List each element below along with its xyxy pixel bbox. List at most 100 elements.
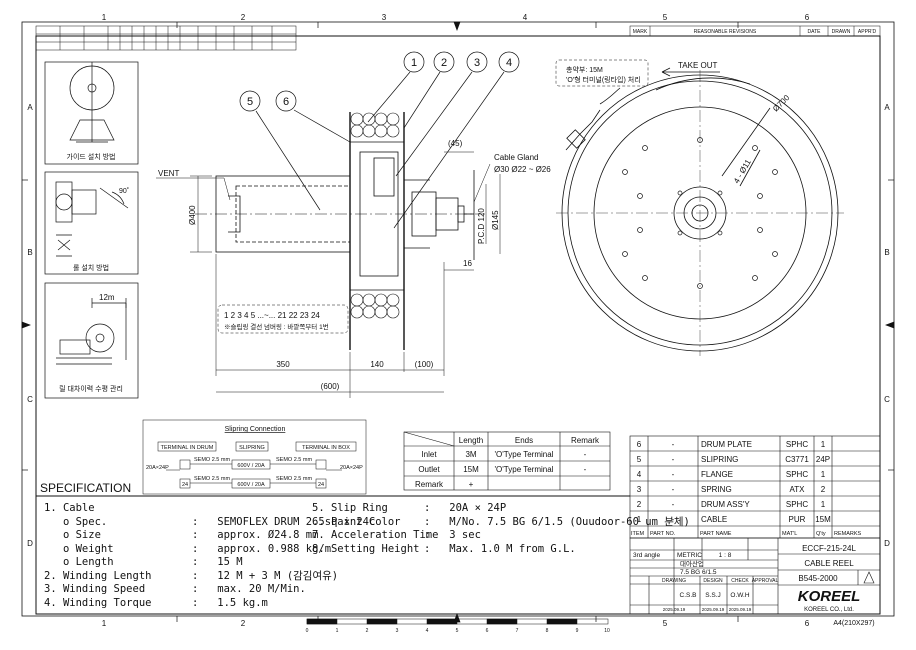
parts-header-cell: REMARKS [834,531,862,537]
col-label-5-bottom: 5 [663,619,668,628]
spec-value: : 3 sec [424,529,481,541]
tb-sign-header-2: DESIGN [703,578,723,584]
spec-value: : 12 M + 3 M (감김여유) [192,569,339,582]
parts-cell: - [672,440,675,449]
front-bolt-holes [622,137,778,289]
spec-line: 3. Winding Speed : max. 20 M/Min. [44,583,375,597]
scale-9: 9 [576,628,579,634]
parts-cell: 2 [821,485,826,494]
rev-revisions-header: REASONABLE REVISIONS [694,29,757,35]
scale-8: 8 [546,628,549,634]
take-out-arrow [661,67,720,77]
tb-unit: METRIC [677,552,702,559]
parts-cell: 15M [815,515,831,524]
front-note-2: 'O'형 터미널(링타입) 처리 [566,75,641,84]
spec-value: : SEMOFLEX DRUM 2.5sq × 24c [192,515,376,528]
front-view [556,70,844,356]
parts-cell: 6 [637,440,642,449]
tb-date-3: 2025.09.19 [729,607,752,612]
tb-customer: 대아산업 [680,559,704,568]
cable-coil-top [350,112,400,138]
spec-key: 2. Winding Length [44,569,152,582]
parts-list-grid [629,435,881,539]
front-note-1: 총약부: 15M [566,65,603,74]
balloons [239,51,520,229]
balloon-6: 6 [283,96,289,108]
spec-value: : max. 20 M/Min. [192,583,306,595]
parts-cell: 1 [821,500,826,509]
col-label-1-bottom: 1 [102,619,107,628]
spec-line: o Weight: approx. 0.988 kg/m [44,543,375,557]
rev-drawn-header: DRAWN [832,29,851,35]
dim-145: Ø145 [491,210,500,230]
parts-cell: - [672,515,675,524]
ends-header-length: Length [459,436,483,445]
spec-line: o Size: approx. Ø24.8 mm [44,529,375,543]
spec-key: 8. Setting Height [312,542,420,555]
rev-mark-header: MARK [633,29,648,35]
col-label-2: 2 [241,13,246,22]
spec-value: : 20A × 24P [424,502,507,514]
parts-header-cell: Q'ty [816,531,826,537]
scale-7: 7 [516,628,519,634]
ends-inlet-length: 3M [465,450,476,459]
terminal-box-label: TERMINAL IN BOX [302,445,350,451]
spec-value: : M/No. 7.5 BG 6/1.5 (Ouudoor-60 um 분체) [424,515,690,528]
parts-cell: CABLE [701,515,727,524]
spec-line: 7. Acceleration Time: 3 sec [312,529,690,543]
spec-key: o Size [44,529,101,541]
cable-gland-label: Cable Gland [494,153,538,162]
roll-angle-label: 90˚ [119,187,129,195]
ends-header-ends: Ends [515,436,533,445]
tb-angle: 3rd angle [633,552,660,559]
dim-600: (600) [321,382,340,391]
ends-inlet: Inlet [421,450,437,459]
tb-sign-3: O.W.H [730,592,749,599]
spec-line: 8. Setting Height: Max. 1.0 M from G.L. [312,543,690,557]
ends-header-remark: Remark [571,436,600,445]
dim-16: 16 [463,259,472,268]
ends-remark: Remark [415,480,444,489]
tb-dwg-no: B545-2000 [798,574,838,583]
parts-cell: - [672,470,675,479]
balloon-2: 2 [441,57,447,69]
gland-size-label: Ø30 Ø22 ~ Ø26 [494,165,551,174]
revision-header: MARK REASONABLE REVISIONS DATE DRAWN APP… [629,25,881,37]
col-label-2-bottom: 2 [241,619,246,628]
col-label-6: 6 [805,13,810,22]
dim-45: (45) [448,139,463,148]
roll-install-caption: 롤 설치 방법 [73,263,109,272]
dim-400: Ø400 [188,205,197,225]
parts-cell: C3771 [785,455,809,464]
scale-4: 4 [426,628,429,634]
parts-header-cell: PART NO. [650,531,676,537]
row-label-b: B [27,248,32,257]
ends-table [403,431,611,491]
col-label-1: 1 [102,13,107,22]
zone-markers [21,21,895,623]
parts-cell: - [672,485,675,494]
tb-sheet: A4(210X297) [833,620,874,627]
side-view [195,112,485,350]
tb-scale: 1 : 8 [719,552,732,559]
col-label-4: 4 [523,13,528,22]
parts-header-cell: MAT'L [782,531,797,537]
roll-install-view [44,171,139,275]
wire-label-1: SEMO 2.5 mm [194,457,230,463]
parts-cell: 1 [821,440,826,449]
row-label-c: C [27,395,33,404]
scale-1: 1 [336,628,339,634]
col-label-3: 3 [382,13,387,22]
trolley-view [44,282,139,399]
parts-cell: 24P [816,455,830,464]
spec-key: 3. Winding Speed [44,583,146,595]
parts-cell: 1 [821,470,826,479]
scale-0: 0 [306,628,309,634]
parts-cell: - [672,455,675,464]
spec-value: : approx. 0.988 kg/m [192,542,332,555]
guide-install-caption: 가이드 설치 방법 [67,152,116,161]
row-label-d-right: D [884,539,890,548]
balloon-1: 1 [411,57,417,69]
terminal-drum-label: TERMINAL IN DRUM [161,445,214,451]
